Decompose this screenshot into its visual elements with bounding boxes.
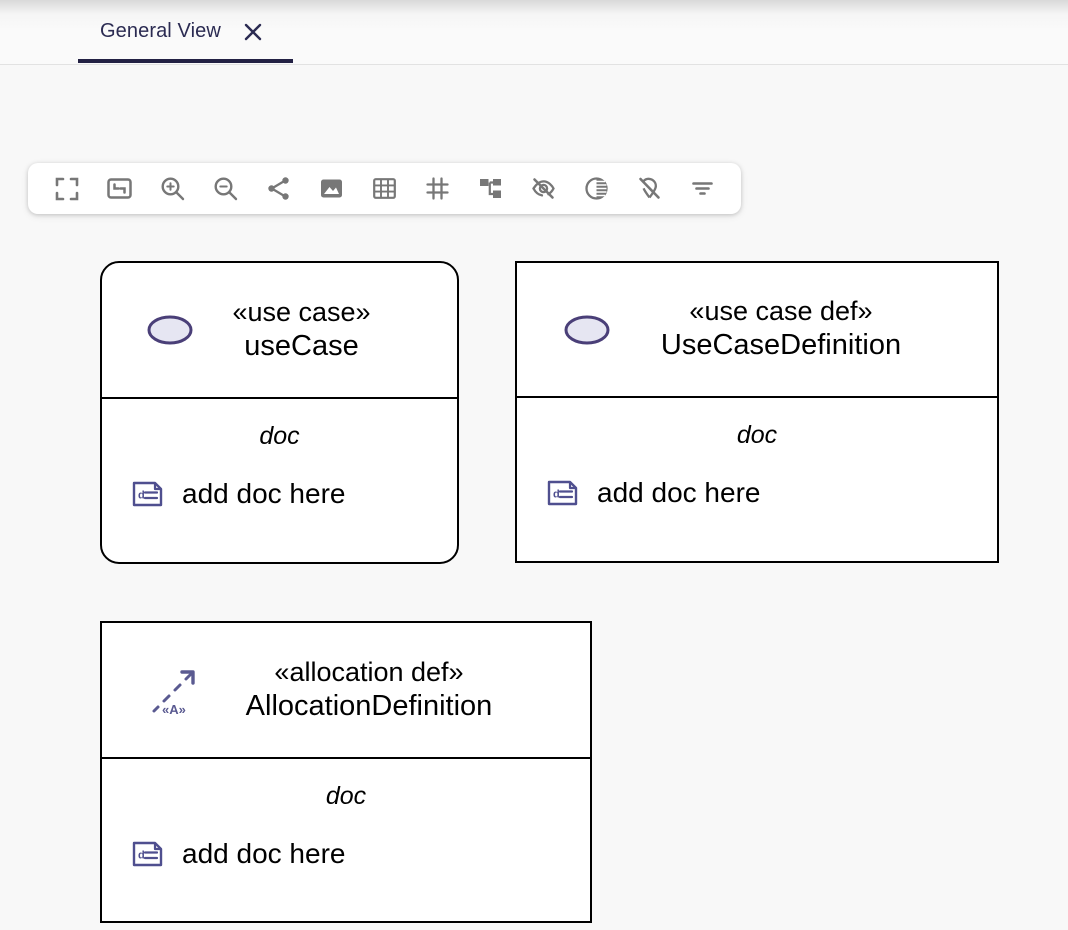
svg-text:d: d <box>553 489 560 501</box>
compartment-item[interactable]: d add doc here <box>102 838 590 870</box>
node-compartment-divider <box>102 757 590 760</box>
compartment-item-text: add doc here <box>597 477 761 509</box>
zoom-out-icon[interactable] <box>199 166 252 211</box>
node-stereotype: «use case» <box>232 296 371 327</box>
node-compartment-divider <box>517 396 997 399</box>
use-case-ellipse-icon <box>146 313 194 347</box>
svg-text:d: d <box>138 490 145 502</box>
node-compartment-doc: doc d add doc here <box>102 399 457 562</box>
tab-label: General View <box>100 20 221 42</box>
close-icon[interactable] <box>243 22 263 42</box>
node-header: «use case» useCase <box>102 263 457 397</box>
hide-elements-icon[interactable] <box>517 166 570 211</box>
compartment-item[interactable]: d add doc here <box>517 477 997 509</box>
tab-bar: General View <box>0 0 1068 65</box>
diagram-canvas[interactable]: «use case» useCase doc d add doc here <box>0 65 1068 930</box>
svg-text:d: d <box>138 850 145 862</box>
hierarchy-layout-icon[interactable] <box>464 166 517 211</box>
filter-icon[interactable] <box>676 166 729 211</box>
node-title-block: «use case» useCase <box>102 297 457 364</box>
documentation-icon: d <box>132 840 164 868</box>
fit-to-screen-icon[interactable] <box>40 166 93 211</box>
svg-text:«A»: «A» <box>162 702 186 717</box>
fit-to-selection-icon[interactable] <box>93 166 146 211</box>
allocation-arrow-icon: «A» <box>146 663 200 719</box>
node-stereotype: «allocation def» <box>274 656 464 687</box>
node-title-block: «allocation def» AllocationDefinition <box>102 657 590 724</box>
node-title-block: «use case def» UseCaseDefinition <box>517 296 997 363</box>
compartment-label: doc <box>736 421 778 450</box>
contrast-icon[interactable] <box>570 166 623 211</box>
node-name: useCase <box>244 329 359 362</box>
tab-active-indicator <box>78 59 293 63</box>
compartment-item-text: add doc here <box>182 478 346 510</box>
node-name: AllocationDefinition <box>245 689 493 722</box>
node-header: «A» «allocation def» AllocationDefinitio… <box>102 623 590 757</box>
hide-markers-icon[interactable] <box>623 166 676 211</box>
node-compartment-doc: doc d add doc here <box>517 398 997 561</box>
tab-general-view[interactable]: General View <box>78 0 293 63</box>
diagram-toolbar <box>28 163 741 214</box>
zoom-in-icon[interactable] <box>146 166 199 211</box>
node-name: UseCaseDefinition <box>660 329 902 362</box>
node-use-case-definition[interactable]: «use case def» UseCaseDefinition doc d a… <box>515 261 999 563</box>
node-compartment-divider <box>102 397 457 400</box>
documentation-icon: d <box>547 479 579 507</box>
use-case-ellipse-icon <box>563 313 611 347</box>
node-stereotype: «use case def» <box>689 296 873 327</box>
compartment-label: doc <box>259 422 300 451</box>
export-image-icon[interactable] <box>305 166 358 211</box>
compartment-label: doc <box>325 782 367 811</box>
node-allocation-definition[interactable]: «A» «allocation def» AllocationDefinitio… <box>100 621 592 923</box>
grid-icon[interactable] <box>358 166 411 211</box>
node-header: «use case def» UseCaseDefinition <box>517 263 997 396</box>
share-icon[interactable] <box>252 166 305 211</box>
compartment-item-text: add doc here <box>182 838 346 870</box>
documentation-icon: d <box>132 480 164 508</box>
snap-to-grid-icon[interactable] <box>411 166 464 211</box>
node-compartment-doc: doc d add doc here <box>102 759 590 921</box>
compartment-item[interactable]: d add doc here <box>102 478 457 510</box>
node-use-case[interactable]: «use case» useCase doc d add doc here <box>100 261 459 564</box>
